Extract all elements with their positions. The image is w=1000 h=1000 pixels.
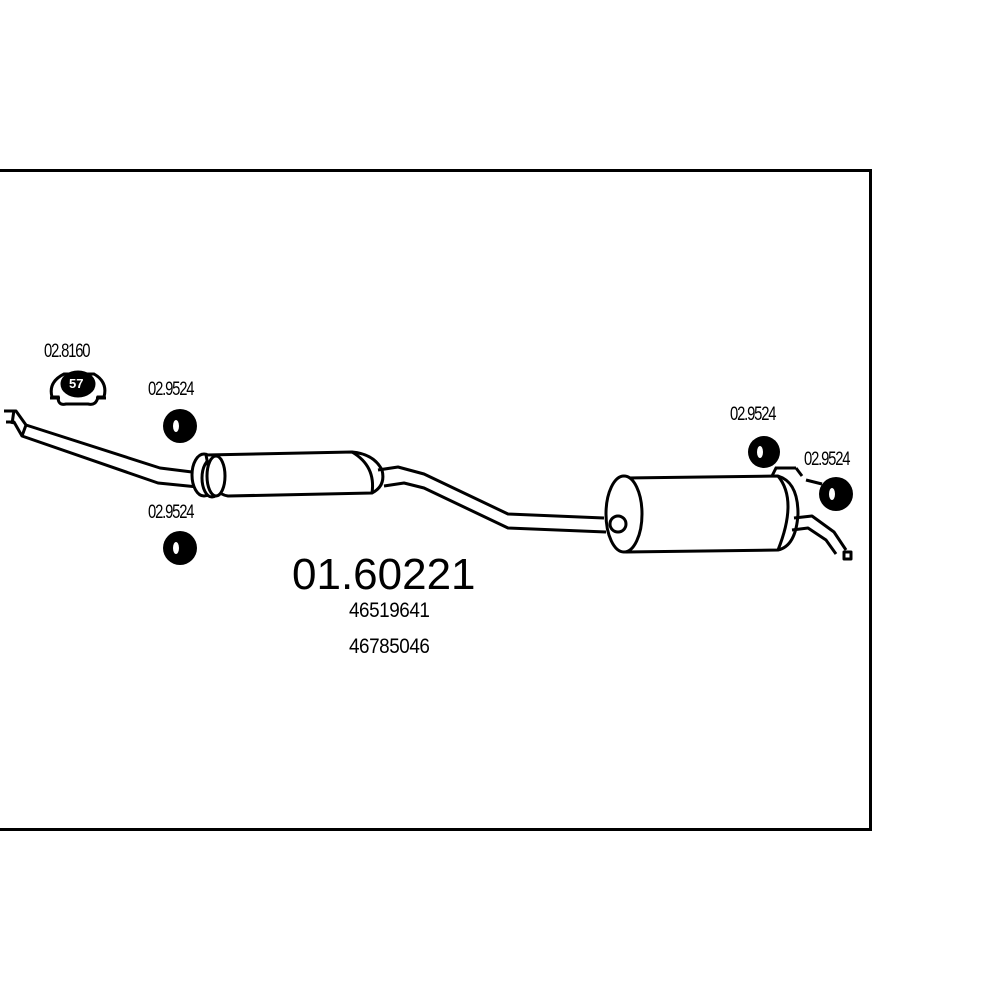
clamp-front-label: 02.8160	[44, 341, 91, 362]
clamp-size-label: 57	[69, 376, 84, 391]
oem-number-2: 46785046	[349, 635, 430, 658]
hanger-rear-side-icon	[819, 477, 853, 511]
hanger-front-lower-label: 02.9524	[148, 502, 195, 523]
hanger-front-upper-icon	[163, 409, 197, 443]
clamp-icon	[49, 370, 107, 406]
hanger-rear-upper-icon	[748, 436, 780, 468]
rear-muffler	[604, 474, 800, 554]
hanger-rear-side-label: 02.9524	[804, 449, 851, 470]
front-muffler	[204, 450, 385, 498]
oem-number-1: 46519641	[349, 599, 430, 622]
hanger-front-upper-label: 02.9524	[148, 379, 195, 400]
hanger-rear-upper-label: 02.9524	[730, 404, 777, 425]
product-code: 01.60221	[292, 550, 476, 599]
hanger-icons	[163, 409, 853, 565]
intermediate-pipe	[377, 465, 607, 534]
hanger-front-lower-icon	[163, 531, 197, 565]
front-pipe	[4, 409, 199, 489]
rear-hanger-bracket	[770, 466, 804, 477]
tail-pipe	[791, 514, 853, 561]
